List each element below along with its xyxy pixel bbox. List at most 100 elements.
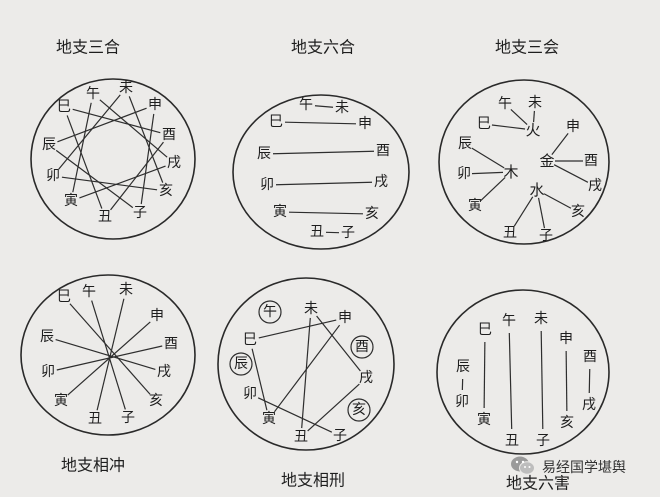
branch-chou: 丑	[503, 225, 517, 241]
watermark-text: 易经国学堪舆	[542, 460, 626, 476]
link-wu-chou	[508, 332, 513, 430]
link-si-shen	[258, 319, 337, 339]
branch-chen: 辰	[234, 356, 248, 372]
link-yin-wood	[480, 177, 506, 201]
link-xu-metal	[553, 164, 589, 183]
element-metal: 金	[539, 152, 554, 170]
branch-you: 酉	[164, 336, 178, 352]
link-yin-si	[251, 348, 268, 411]
branch-mao: 卯	[457, 166, 471, 182]
link-shen-zi	[140, 113, 155, 205]
branch-xu: 戌	[374, 174, 388, 190]
element-wood: 木	[503, 163, 518, 181]
link-chou-xu	[307, 383, 360, 432]
branch-chen: 辰	[40, 329, 54, 345]
panel-circle	[232, 94, 410, 250]
element-water: 水	[529, 181, 544, 199]
branch-hai: 亥	[571, 204, 585, 220]
panel-liuhai: 地支六害巳午未申辰酉卯戌寅亥丑子	[436, 289, 610, 493]
branch-hai: 亥	[352, 402, 366, 418]
link-wei-fire	[532, 110, 536, 123]
branch-wei: 未	[119, 80, 133, 96]
branch-chen: 辰	[42, 137, 56, 153]
branch-shen: 申	[338, 310, 352, 326]
self-punish-ring-hai	[347, 398, 371, 422]
panel-title: 地支六害	[506, 474, 570, 493]
branch-si: 巳	[477, 116, 491, 132]
panel-circle	[20, 274, 196, 436]
branch-zi: 子	[133, 205, 147, 221]
link-wu-wei	[314, 105, 334, 108]
link-hai-mao	[61, 176, 158, 191]
branch-yin: 寅	[64, 192, 78, 209]
link-shen-hai	[565, 350, 568, 412]
link-wei-zi	[540, 330, 544, 430]
panel-liuhe: 地支六合巳午未申辰酉卯戌寅亥丑子	[232, 38, 410, 250]
branch-yin: 寅	[477, 411, 491, 428]
branch-si: 巳	[269, 114, 283, 130]
branch-chou: 丑	[310, 224, 324, 240]
link-si-fire	[491, 124, 526, 130]
panel-title: 地支三合	[56, 38, 120, 57]
panel-sanhui: 地支三会火木金水巳午未申辰酉卯戌寅亥丑子	[438, 38, 610, 245]
branch-shen: 申	[559, 331, 573, 347]
branch-mao: 卯	[243, 386, 257, 402]
branch-mao: 卯	[41, 364, 55, 380]
link-si-hai	[69, 303, 151, 395]
link-wu-xu	[99, 99, 168, 158]
link-chen-you	[272, 150, 375, 155]
branch-wu: 午	[299, 97, 313, 113]
branch-si: 巳	[478, 322, 492, 338]
branch-mao: 卯	[260, 177, 274, 193]
wechat-icon	[511, 456, 535, 475]
link-chen-shen	[57, 107, 147, 143]
branch-zi: 子	[536, 433, 550, 449]
branch-wu: 午	[82, 284, 96, 300]
link-chen-xu	[55, 339, 156, 370]
panel-title: 地支三会	[495, 38, 559, 57]
link-chen-wood	[471, 147, 505, 169]
watermark: 易经国学堪舆	[510, 452, 655, 482]
panel-title: 地支相冲	[61, 456, 125, 475]
link-wei-chou	[301, 317, 311, 429]
branch-xu: 戌	[588, 178, 602, 194]
panel-xiangxing: 地支相刑巳午未申辰酉卯戌寅亥丑子	[217, 277, 395, 490]
branch-wu: 午	[502, 313, 516, 329]
branch-zi: 子	[121, 410, 135, 426]
self-punish-ring-wu	[258, 300, 282, 324]
branch-yin: 寅	[273, 203, 287, 220]
link-shen-yin	[273, 324, 341, 413]
branch-si: 巳	[57, 289, 71, 305]
link-zi-mao	[257, 397, 333, 433]
branch-you: 酉	[355, 339, 369, 355]
branch-shen: 申	[148, 97, 162, 113]
link-mao-wei	[58, 94, 121, 170]
branch-chou: 丑	[98, 209, 112, 225]
branch-mao: 卯	[46, 168, 60, 184]
link-chou-si	[66, 115, 103, 209]
link-zi-water	[537, 197, 546, 229]
branch-si: 巳	[243, 332, 257, 348]
branch-xu: 戌	[167, 155, 181, 171]
branch-chou: 丑	[88, 411, 102, 427]
branch-chou: 丑	[294, 429, 308, 445]
panel-circle	[438, 79, 610, 245]
link-si-you	[72, 108, 161, 134]
branch-zi: 子	[341, 225, 355, 241]
branch-you: 酉	[583, 349, 597, 365]
panel-xiangchong: 地支相冲巳午未申辰酉卯戌寅亥丑子	[20, 274, 196, 475]
branch-wei: 未	[534, 311, 548, 327]
branch-you: 酉	[162, 127, 176, 143]
branch-hai: 亥	[560, 415, 574, 431]
branch-hai: 亥	[149, 393, 163, 409]
branch-wu: 午	[263, 304, 277, 320]
branch-chen: 辰	[257, 146, 271, 162]
branch-mao: 卯	[455, 394, 469, 410]
link-wu-fire	[510, 109, 528, 125]
link-chou-water	[513, 196, 534, 227]
link-yin-wu	[72, 102, 92, 193]
branch-yin: 寅	[468, 197, 482, 214]
branch-zi: 子	[539, 228, 553, 244]
element-fire: 火	[525, 121, 540, 139]
